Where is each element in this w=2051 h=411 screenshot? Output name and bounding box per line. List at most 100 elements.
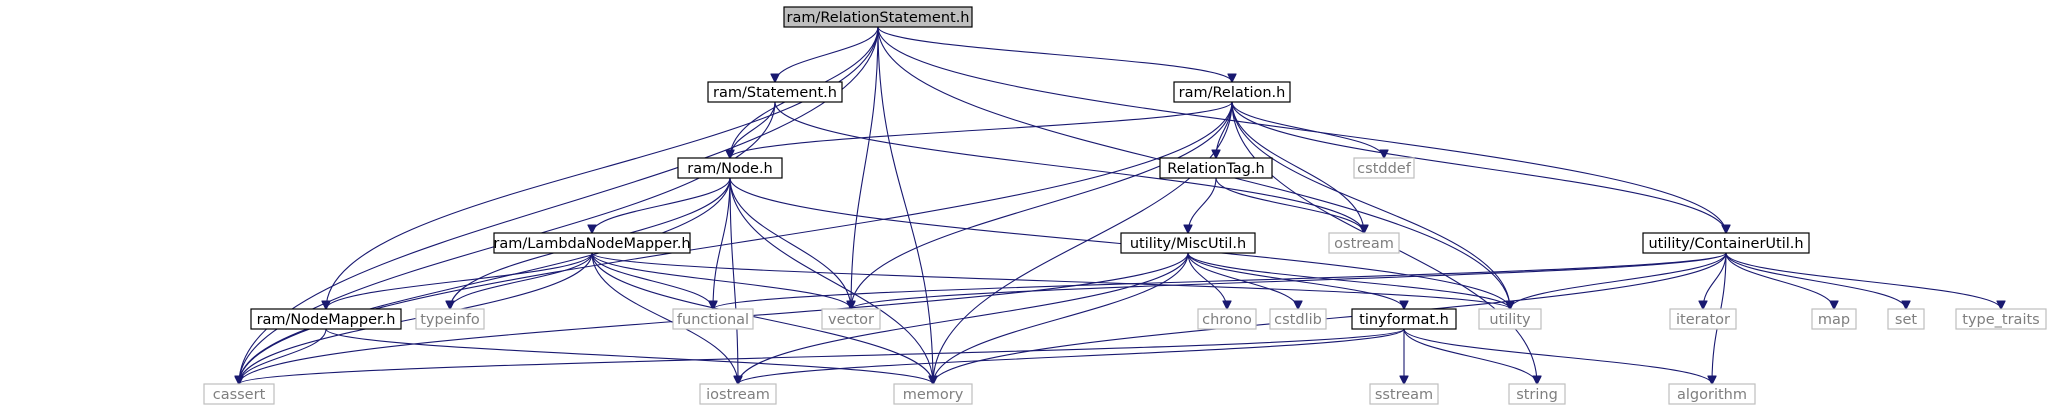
edge-relation-to-ostream bbox=[1231, 101, 1364, 233]
node-box bbox=[1173, 81, 1291, 103]
node-label: algorithm bbox=[1677, 387, 1747, 403]
edge-miscutil-to-cstdlib bbox=[1187, 252, 1298, 309]
node-memory: memory bbox=[893, 383, 973, 405]
node-label: chrono bbox=[1202, 312, 1252, 328]
node-label: ram/Statement.h bbox=[713, 85, 837, 101]
node-box bbox=[1887, 308, 1925, 330]
edge-lambdanodemapper-to-nodemapper bbox=[326, 252, 593, 309]
node-type_traits: type_traits bbox=[1955, 308, 2047, 330]
node-root[interactable]: ram/RelationStatement.h bbox=[783, 6, 973, 28]
edge-lambdanodemapper-to-iostream bbox=[591, 252, 738, 384]
node-relationtag[interactable]: RelationTag.h bbox=[1159, 157, 1273, 179]
node-label: ostream bbox=[1334, 236, 1394, 252]
edge-containerutil-to-type_traits bbox=[1725, 252, 2001, 309]
edge-node-to-functional bbox=[713, 177, 731, 309]
node-box bbox=[1351, 308, 1457, 330]
node-utility: utility bbox=[1478, 308, 1542, 330]
node-ostream: ostream bbox=[1328, 232, 1400, 254]
edge-lambdanodemapper-to-functional bbox=[591, 252, 713, 309]
node-box bbox=[493, 232, 691, 254]
node-node[interactable]: ram/Node.h bbox=[677, 157, 783, 179]
edge-relation-to-cassert bbox=[239, 101, 1233, 384]
node-box bbox=[677, 157, 783, 179]
edge-containerutil-to-vector bbox=[851, 252, 1727, 309]
edge-relation-to-memory bbox=[933, 101, 1233, 384]
node-iterator: iterator bbox=[1669, 308, 1737, 330]
edge-relation-to-containerutil bbox=[1231, 101, 1726, 233]
node-label: iterator bbox=[1676, 312, 1730, 328]
node-tinyformat[interactable]: tinyformat.h bbox=[1351, 308, 1457, 330]
edge-relation-to-cstddef bbox=[1231, 101, 1384, 158]
node-label: utility bbox=[1489, 312, 1531, 328]
node-chrono: chrono bbox=[1197, 308, 1257, 330]
node-label: ram/NodeMapper.h bbox=[257, 312, 396, 328]
edge-lambdanodemapper-to-vector bbox=[591, 252, 851, 309]
edge-containerutil-to-map bbox=[1725, 252, 1834, 309]
edge-statement-to-ostream bbox=[774, 101, 1364, 233]
node-box bbox=[1668, 383, 1756, 405]
edge-miscutil-to-utility bbox=[1187, 252, 1510, 309]
node-box bbox=[1369, 383, 1439, 405]
node-miscutil[interactable]: utility/MiscUtil.h bbox=[1120, 232, 1256, 254]
node-box bbox=[821, 308, 881, 330]
node-containerutil[interactable]: utility/ContainerUtil.h bbox=[1642, 232, 1810, 254]
node-box bbox=[415, 308, 485, 330]
node-label: ram/Node.h bbox=[687, 161, 773, 177]
node-label: ram/Relation.h bbox=[1179, 85, 1286, 101]
graph-edges bbox=[239, 26, 2001, 384]
graph-nodes: ram/RelationStatement.h ram/Statement.h ra… bbox=[203, 6, 2047, 405]
edge-nodemapper-to-memory bbox=[325, 328, 933, 384]
node-label: string bbox=[1516, 387, 1558, 403]
node-box bbox=[1159, 157, 1273, 179]
node-box bbox=[1328, 232, 1400, 254]
edge-containerutil-to-iterator bbox=[1703, 252, 1727, 309]
node-nodemapper[interactable]: ram/NodeMapper.h bbox=[250, 308, 402, 330]
node-iostream: iostream bbox=[699, 383, 777, 405]
node-label: set bbox=[1895, 312, 1917, 328]
node-lambdanodemapper[interactable]: ram/LambdaNodeMapper.h bbox=[493, 232, 691, 254]
node-vector: vector bbox=[821, 308, 881, 330]
node-label: utility/MiscUtil.h bbox=[1130, 236, 1246, 252]
edge-root-to-containerutil bbox=[877, 26, 1726, 233]
node-algorithm: algorithm bbox=[1668, 383, 1756, 405]
edge-lambdanodemapper-to-typeinfo bbox=[450, 252, 593, 309]
edge-relation-to-node bbox=[730, 101, 1233, 158]
node-box bbox=[1508, 383, 1566, 405]
node-box bbox=[893, 383, 973, 405]
node-box bbox=[1353, 157, 1415, 179]
node-sstream: sstream bbox=[1369, 383, 1439, 405]
node-label: vector bbox=[828, 312, 874, 328]
node-label: cassert bbox=[213, 387, 266, 403]
edge-containerutil-to-utility bbox=[1510, 252, 1727, 309]
edge-lambdanodemapper-to-utility bbox=[591, 252, 1510, 309]
node-relation[interactable]: ram/Relation.h bbox=[1173, 81, 1291, 103]
node-box bbox=[1197, 308, 1257, 330]
node-label: cstddef bbox=[1357, 161, 1412, 177]
node-label: memory bbox=[903, 387, 964, 403]
node-map: map bbox=[1811, 308, 1857, 330]
node-cassert: cassert bbox=[203, 383, 275, 405]
edge-root-to-vector bbox=[851, 26, 879, 309]
edge-lambdanodemapper-to-memory bbox=[591, 252, 933, 384]
node-label: type_traits bbox=[1962, 312, 2039, 328]
edge-node-to-cassert bbox=[239, 177, 731, 384]
node-label: ram/RelationStatement.h bbox=[787, 10, 970, 26]
node-label: tinyformat.h bbox=[1359, 312, 1449, 328]
node-box bbox=[1120, 232, 1256, 254]
edge-miscutil-to-iostream bbox=[738, 252, 1189, 384]
edge-containerutil-to-set bbox=[1725, 252, 1906, 309]
node-string: string bbox=[1508, 383, 1566, 405]
edge-containerutil-to-memory bbox=[933, 252, 1727, 384]
node-statement[interactable]: ram/Statement.h bbox=[707, 81, 843, 103]
node-label: sstream bbox=[1375, 387, 1433, 403]
node-label: RelationTag.h bbox=[1167, 161, 1264, 177]
node-box bbox=[1269, 308, 1327, 330]
node-box bbox=[250, 308, 402, 330]
node-cstddef: cstddef bbox=[1353, 157, 1415, 179]
edge-node-to-iostream bbox=[729, 177, 738, 384]
node-label: map bbox=[1818, 312, 1850, 328]
node-cstdlib: cstdlib bbox=[1269, 308, 1327, 330]
node-box bbox=[1955, 308, 2047, 330]
edge-node-to-memory bbox=[729, 177, 933, 384]
